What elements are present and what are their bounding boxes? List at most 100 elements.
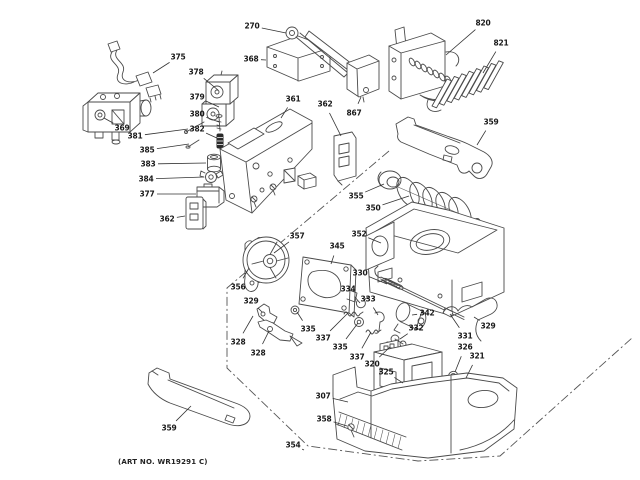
part-867-box	[346, 54, 380, 103]
part-label-821: 821	[493, 39, 508, 48]
leader-line-359R	[476, 130, 487, 146]
part-385-pin	[185, 139, 200, 149]
part-359-paddle-bottom	[147, 367, 251, 427]
part-label-356: 356	[230, 283, 245, 292]
part-307-bucket	[332, 366, 518, 459]
part-365-box	[297, 172, 317, 190]
part-label-307: 307	[315, 392, 330, 401]
leader-line-331	[449, 313, 460, 328]
part-label-328b: 328	[250, 349, 265, 358]
leader-line-329L	[257, 307, 263, 313]
leader-line-334	[354, 296, 361, 304]
part-371-screw	[250, 195, 258, 208]
leader-line-307	[332, 397, 349, 403]
leader-line-356	[242, 267, 250, 279]
leader-line-354	[301, 448, 305, 451]
leader-line-385	[156, 143, 190, 149]
leader-line-345	[330, 255, 335, 265]
part-label-335a: 335	[300, 325, 315, 334]
leader-line-342	[411, 313, 418, 316]
part-label-375: 375	[170, 53, 185, 62]
leader-line-328a	[242, 315, 254, 334]
part-label-329R: 329	[480, 322, 495, 331]
leader-line-332	[399, 333, 408, 340]
part-369-water-valve	[82, 92, 152, 145]
part-label-320: 320	[364, 360, 379, 369]
part-337-spring-upper	[343, 311, 364, 317]
leader-line-820	[445, 29, 476, 56]
part-label-329L: 329	[243, 297, 258, 306]
leader-line-270	[261, 27, 287, 34]
leader-line-325	[394, 377, 404, 384]
part-label-384: 384	[138, 175, 153, 184]
part-label-325: 325	[378, 368, 393, 377]
part-label-352: 352	[351, 230, 366, 239]
part-335-washer-right	[354, 317, 364, 327]
leader-line-329R	[473, 316, 480, 321]
part-357-clutch-disc	[242, 236, 290, 284]
leader-line-352	[368, 237, 382, 244]
leader-line-355	[365, 183, 385, 193]
leader-line-381	[144, 128, 189, 136]
part-label-331: 331	[457, 332, 472, 341]
leader-line-379	[205, 100, 220, 108]
part-337-spring-lower	[365, 329, 382, 335]
part-label-380: 380	[189, 110, 204, 119]
leader-line-821	[482, 51, 497, 74]
assembly-boundary-line	[226, 150, 633, 462]
part-label-378: 378	[188, 68, 203, 77]
part-820-icemaker	[388, 26, 461, 102]
leader-line-375	[152, 62, 170, 74]
part-382-spring	[216, 133, 224, 149]
part-334-clip	[355, 296, 369, 309]
leader-line-362L	[176, 215, 186, 218]
leader-line-335a	[296, 311, 303, 321]
part-label-326: 326	[457, 343, 472, 352]
part-label-369: 369	[114, 124, 129, 133]
leader-line-320	[378, 346, 391, 358]
leader-line-383	[157, 162, 207, 165]
part-label-359BL: 359	[161, 424, 176, 433]
part-329-wire-right	[442, 297, 498, 342]
leader-line-378	[203, 78, 219, 91]
part-label-383: 383	[140, 160, 155, 169]
part-label-368: 368	[243, 55, 258, 64]
leader-line-384	[155, 176, 205, 180]
part-380-screw	[215, 114, 223, 132]
part-label-385: 385	[139, 146, 154, 155]
part-label-332: 332	[408, 324, 423, 333]
part-label-354: 354	[285, 441, 300, 450]
leader-line-362R	[329, 112, 342, 137]
part-label-361: 361	[285, 95, 300, 104]
leader-line-867	[357, 96, 362, 104]
leader-line-382	[205, 132, 220, 140]
part-358-screw	[347, 423, 355, 438]
part-375-wire-harness	[107, 40, 162, 103]
part-label-362R: 362	[317, 100, 332, 109]
part-383-grommet	[207, 153, 221, 173]
part-label-337a: 337	[315, 334, 330, 343]
part-label-328a: 328	[230, 338, 245, 347]
part-367-screw	[269, 183, 277, 196]
part-352-housing	[365, 201, 505, 317]
part-821-cube-rack	[426, 60, 504, 112]
part-label-330: 330	[352, 269, 367, 278]
art-number-text: (ART NO. WR19291 C)	[118, 458, 208, 466]
part-label-355: 355	[348, 192, 363, 201]
part-362-bracket-right	[333, 131, 357, 186]
leader-line-369	[103, 117, 114, 124]
leader-line-337a	[329, 312, 349, 332]
part-361-mounting-plate	[219, 108, 313, 214]
part-labels-layer: 3753783793803823693813853833843773623613…	[103, 19, 509, 451]
part-345-plate	[298, 256, 358, 318]
part-label-350: 350	[365, 204, 380, 213]
part-381-pin	[184, 121, 205, 134]
part-270-rod	[285, 26, 353, 78]
part-label-337b: 337	[349, 353, 364, 362]
part-342-motor	[393, 302, 427, 334]
leader-line-350	[382, 195, 410, 206]
part-label-381: 381	[127, 132, 142, 141]
